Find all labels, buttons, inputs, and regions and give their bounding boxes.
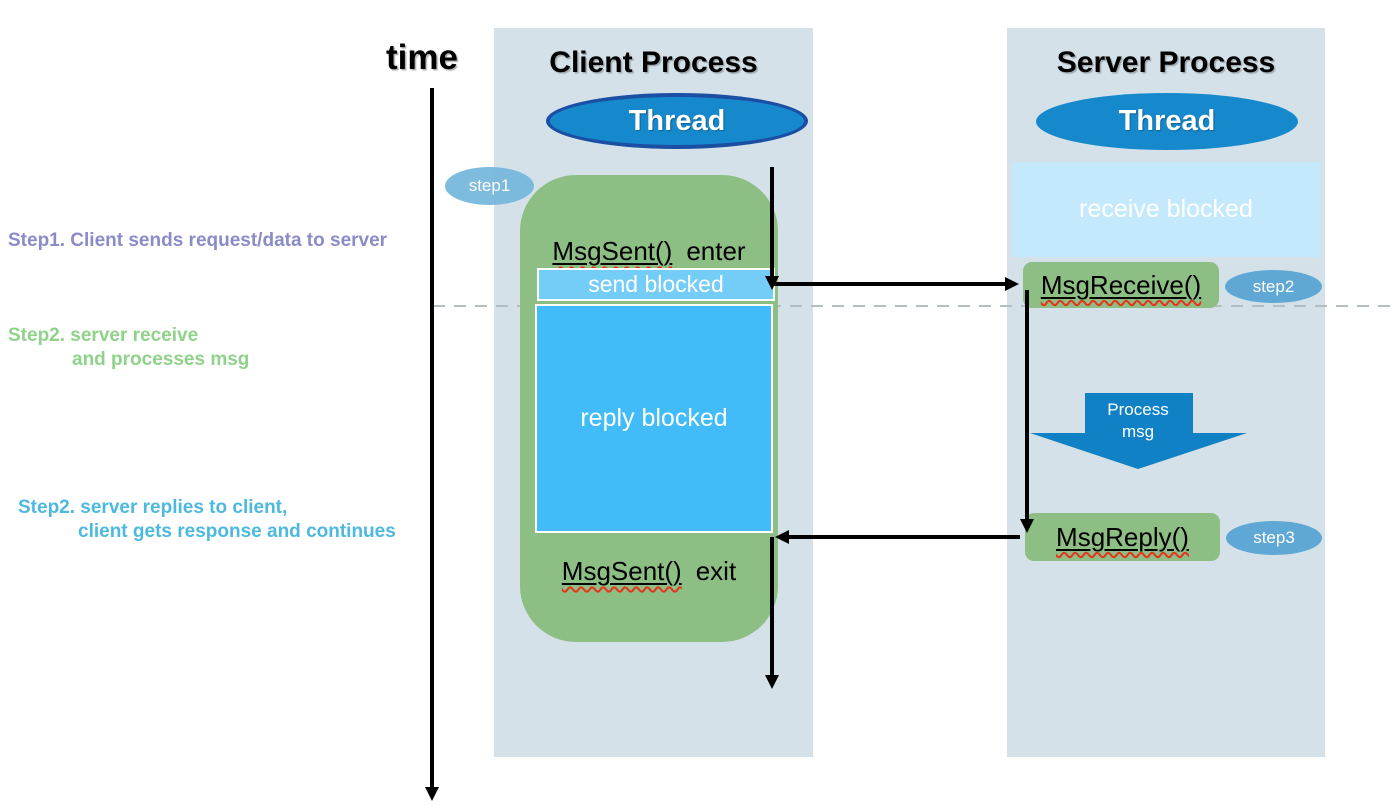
step1-badge-label: step1 xyxy=(468,176,511,195)
time-axis-label: time xyxy=(386,38,458,77)
server-thread-label: Thread xyxy=(1118,105,1216,137)
client-thread-label: Thread xyxy=(628,104,726,137)
annotation-step2-line2: and processes msg xyxy=(72,349,250,370)
step1-badge: step1 xyxy=(445,167,534,205)
server-process-title: Server Process xyxy=(1056,46,1276,79)
process-msg-label-line1: Process xyxy=(1107,400,1169,419)
receive-blocked-box: receive blocked xyxy=(1012,162,1320,257)
reply-blocked-label: reply blocked xyxy=(580,404,728,432)
msgsent-enter-line: MsgSent() enter xyxy=(520,236,778,267)
step3-badge-label: step3 xyxy=(1253,528,1295,547)
step3-badge: step3 xyxy=(1226,521,1322,555)
annotation-step1: Step1. Client sends request/data to serv… xyxy=(8,230,388,251)
send-blocked-box: send blocked xyxy=(537,268,775,301)
annotation-step3-line1: Step2. server replies to client, xyxy=(18,497,288,518)
msgsent-exit-fn: MsgSent() xyxy=(561,556,682,586)
msgsent-exit-line: MsgSent() exit xyxy=(520,556,778,587)
msgsent-enter-fn: MsgSent() xyxy=(552,236,673,266)
receive-blocked-label: receive blocked xyxy=(1079,195,1253,223)
msgreceive-box: MsgReceive() xyxy=(1023,262,1219,308)
reply-blocked-box: reply blocked xyxy=(535,304,773,533)
process-msg-label-line2: msg xyxy=(1121,422,1155,442)
process-msg-arrow xyxy=(1030,393,1247,469)
step2-badge: step2 xyxy=(1225,270,1322,303)
server-thread-ellipse: Thread xyxy=(1036,93,1298,150)
step2-badge-label: step2 xyxy=(1252,276,1295,296)
annotation-step3-line2: client gets response and continues xyxy=(78,521,396,542)
client-process-title: Client Process xyxy=(549,46,758,79)
msgsent-exit-mode: exit xyxy=(695,556,737,586)
msgreply-fn: MsgReply() xyxy=(1056,521,1189,552)
send-blocked-label: send blocked xyxy=(588,271,724,297)
msgreceive-fn: MsgReceive() xyxy=(1040,269,1202,300)
client-thread-ellipse: Thread xyxy=(546,93,808,149)
msgreply-box: MsgReply() xyxy=(1025,513,1220,561)
annotation-step2-line1: Step2. server receive xyxy=(8,325,199,346)
msgsent-enter-mode: enter xyxy=(686,236,746,266)
process-msg-label: Process msg xyxy=(1078,399,1198,443)
